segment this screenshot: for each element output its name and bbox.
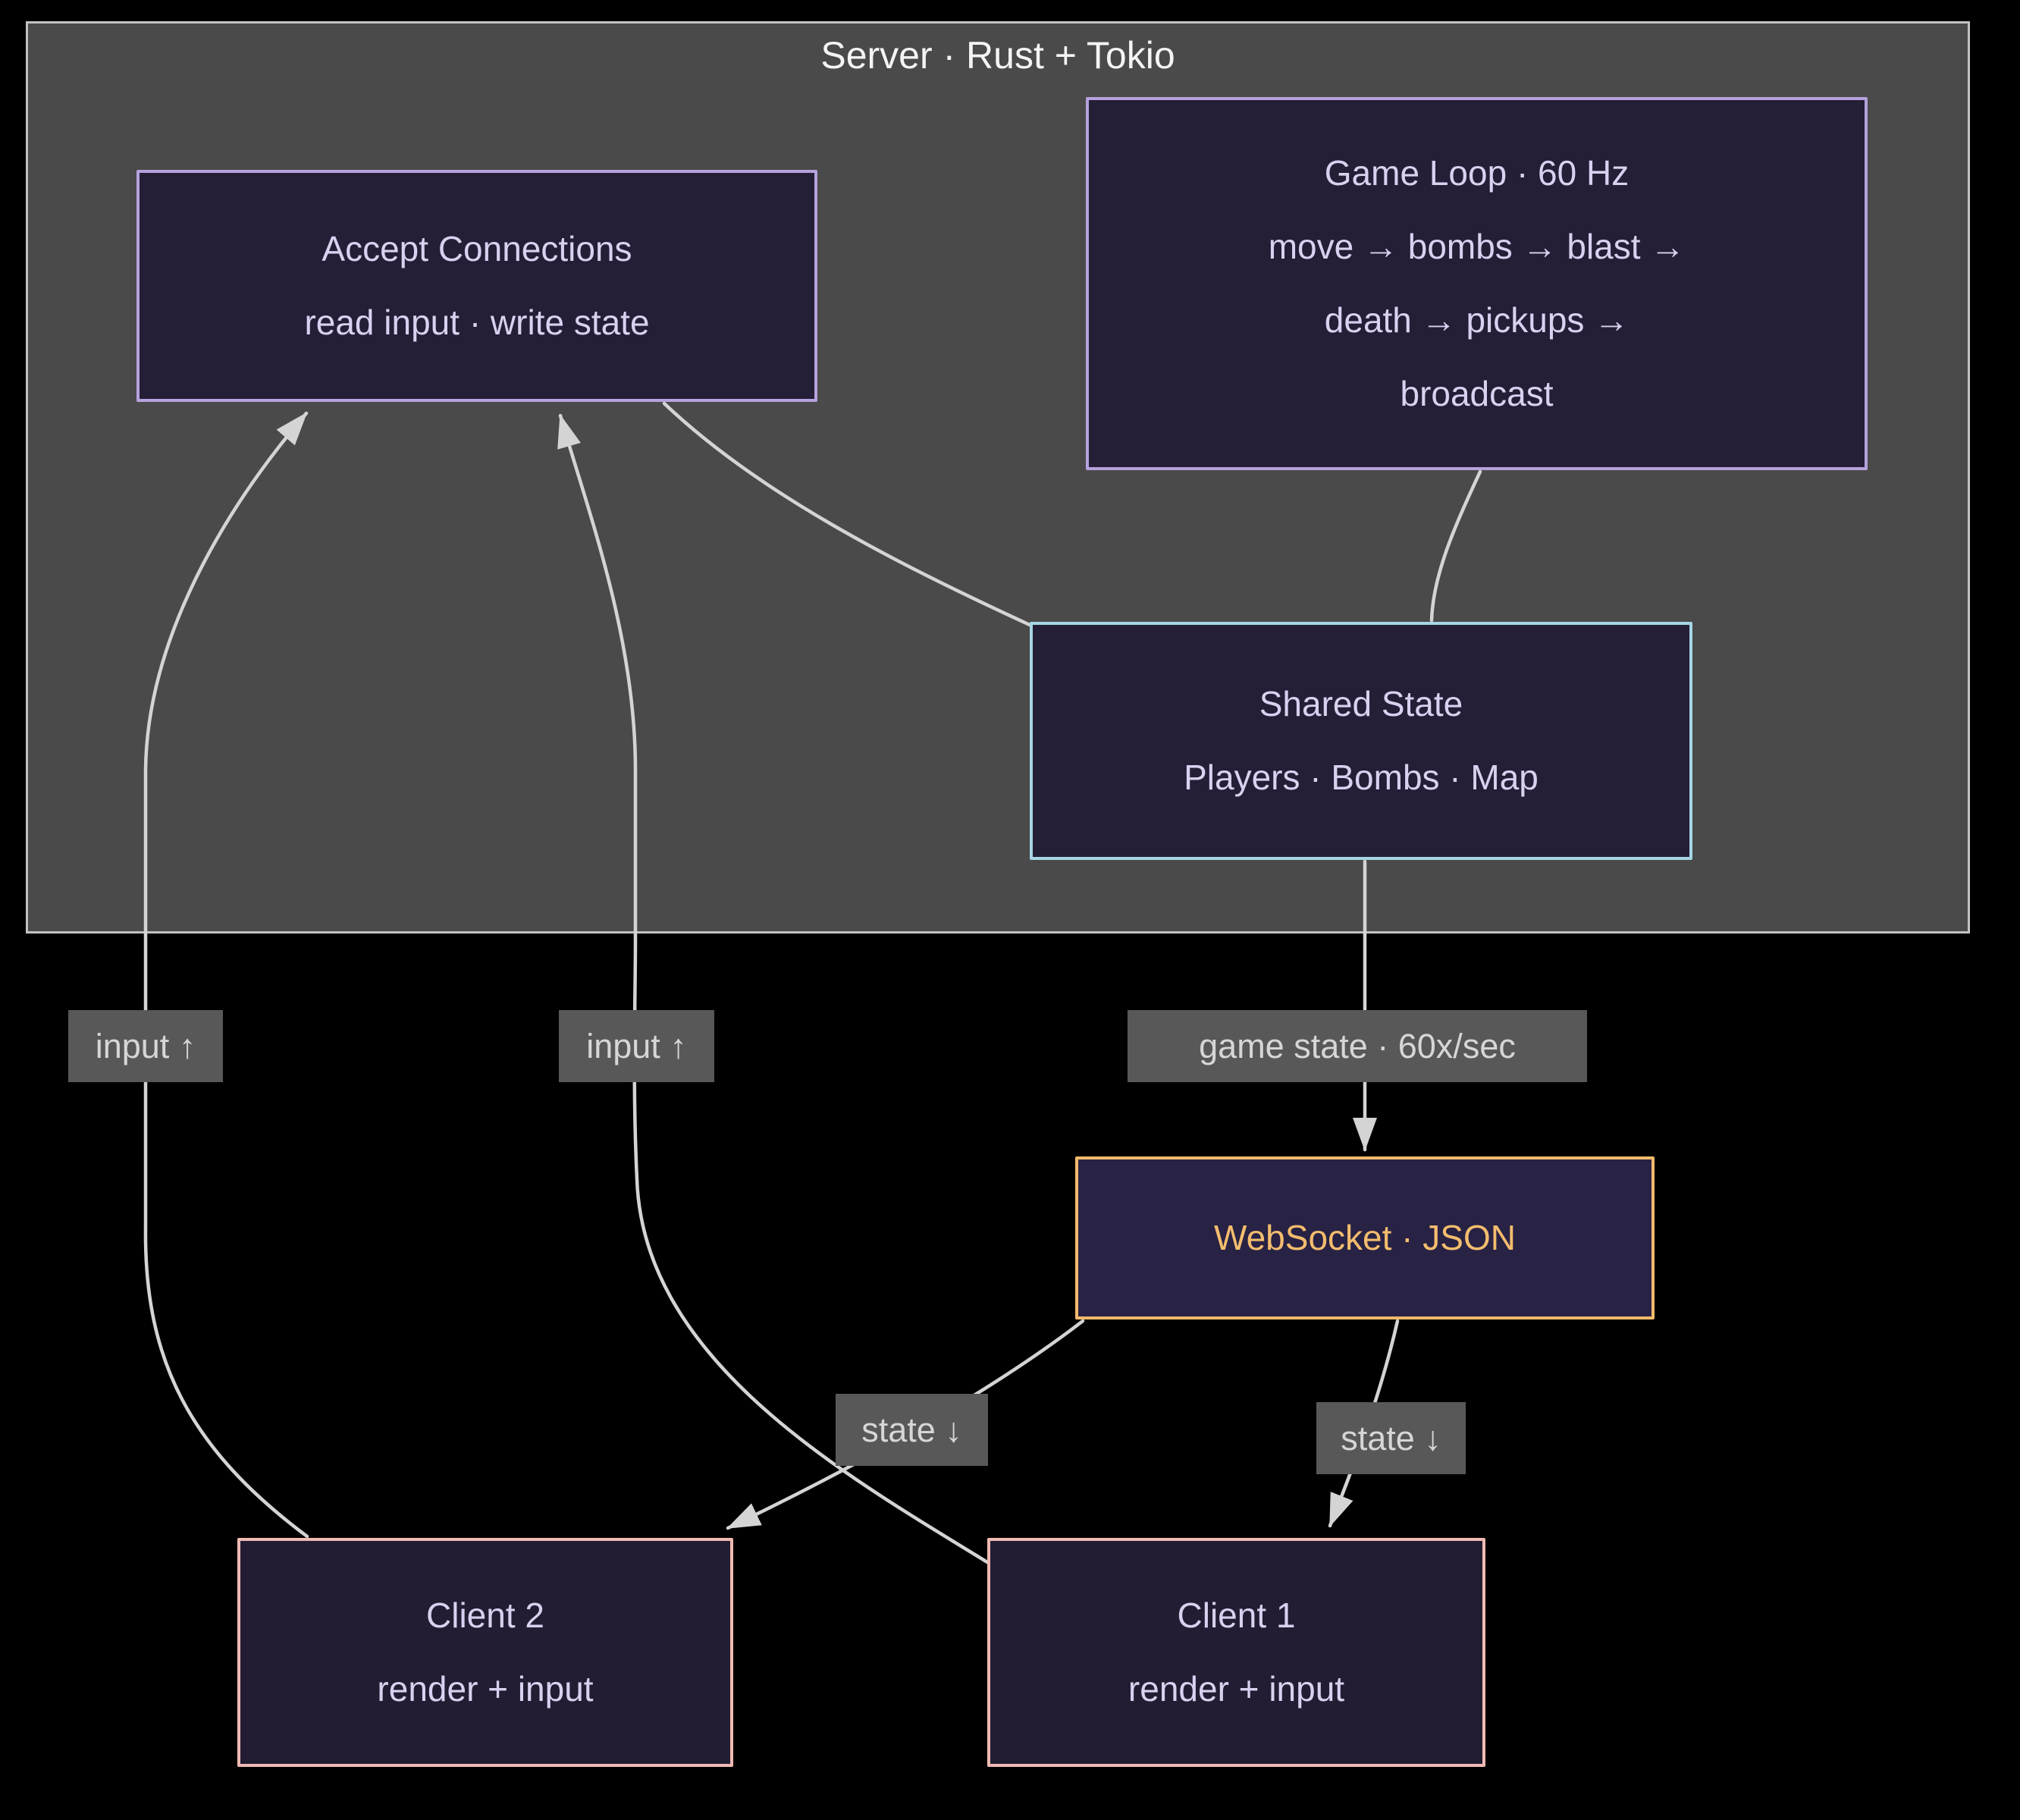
edge-label-state-left: state ↓ xyxy=(836,1394,988,1466)
edge-label-state-right: state ↓ xyxy=(1316,1402,1466,1474)
edge-client1-to-accept xyxy=(557,413,990,1564)
node-text-line: Game Loop · 60 Hz xyxy=(1324,153,1629,193)
edge-client2-to-accept xyxy=(143,411,309,1539)
edge-label-input-right: input ↑ xyxy=(559,1010,714,1082)
edge-label-game-state: game state · 60x/sec xyxy=(1128,1010,1587,1082)
node-text-line: move → bombs → blast → xyxy=(1268,227,1686,266)
node-text-line: Client 2 xyxy=(426,1596,544,1635)
node-shared-state: Shared State Players · Bombs · Map xyxy=(1030,622,1692,860)
server-cluster-title: Server · Rust + Tokio xyxy=(820,34,1175,77)
node-text-line: read input · write state xyxy=(304,303,650,342)
node-accept-connections: Accept Connections read input · write st… xyxy=(136,170,817,402)
node-text-line: death → pickups → xyxy=(1324,300,1629,340)
node-text-line: render + input xyxy=(377,1669,594,1709)
node-text-line: Shared State xyxy=(1259,684,1463,723)
edge-game-loop-to-shared-state xyxy=(1429,469,1482,623)
node-game-loop: Game Loop · 60 Hz move → bombs → blast →… xyxy=(1086,97,1868,470)
node-text-line: Client 1 xyxy=(1177,1596,1296,1635)
node-text-line: render + input xyxy=(1128,1669,1345,1709)
node-text-line: WebSocket · JSON xyxy=(1214,1218,1516,1257)
node-text-line: broadcast xyxy=(1400,374,1554,413)
edge-accept-to-shared-state xyxy=(662,401,1032,627)
node-client-2: Client 2 render + input xyxy=(237,1538,733,1767)
node-text-line: Players · Bombs · Map xyxy=(1184,758,1539,797)
node-client-1: Client 1 render + input xyxy=(987,1538,1485,1767)
node-text-line: Accept Connections xyxy=(322,229,632,268)
node-websocket: WebSocket · JSON xyxy=(1075,1156,1655,1320)
edge-label-input-left: input ↑ xyxy=(68,1010,223,1082)
